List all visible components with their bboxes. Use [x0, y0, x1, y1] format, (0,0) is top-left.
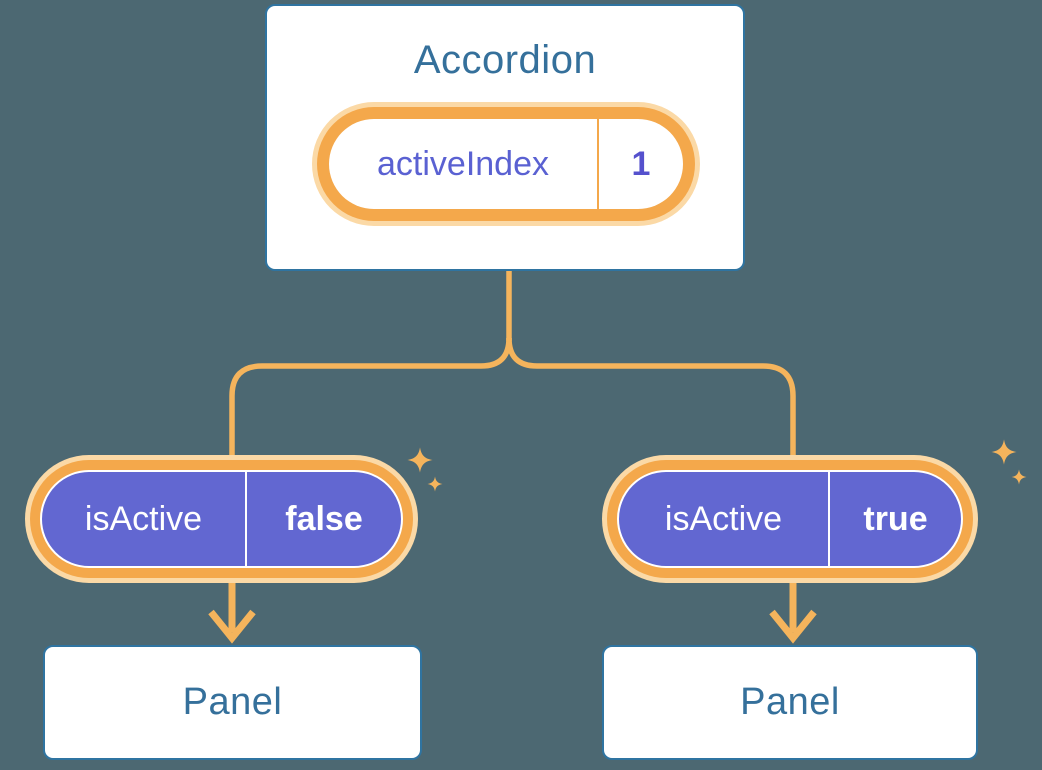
prop-pill-inner: isActive false	[40, 470, 403, 568]
prop-pill-inner: isActive true	[617, 470, 963, 568]
panel-card-right: Panel	[602, 645, 978, 760]
prop-pill-ring: isActive true	[607, 460, 973, 578]
prop-pill-ring: isActive false	[30, 460, 413, 578]
prop-value: true	[863, 499, 928, 538]
sparkle-icon	[427, 476, 443, 492]
prop-label: isActive	[84, 499, 203, 538]
prop-pill-divider	[828, 472, 830, 566]
arrow-right-head	[769, 609, 817, 644]
prop-pill-isactive-false: isActive false	[25, 455, 418, 583]
prop-label: isActive	[664, 499, 783, 538]
panel-title: Panel	[740, 681, 840, 723]
accordion-title: Accordion	[413, 38, 597, 82]
panel-title: Panel	[182, 681, 283, 723]
wire-branch-right	[506, 337, 796, 457]
state-pill-divider	[597, 119, 599, 209]
panel-card-left: Panel	[43, 645, 422, 760]
state-pill-ring: activeIndex 1	[317, 107, 695, 221]
accordion-card: Accordion activeIndex 1	[265, 4, 745, 271]
state-pill-activeindex: activeIndex 1	[312, 102, 700, 226]
arrow-left-head	[208, 609, 256, 644]
prop-pill-divider	[245, 472, 247, 566]
sparkle-icon	[1011, 469, 1027, 485]
state-label: activeIndex	[377, 144, 549, 183]
state-value: 1	[631, 144, 651, 183]
wire-branch-left	[229, 337, 512, 457]
state-pill-inner: activeIndex 1	[329, 119, 683, 209]
prop-pill-isactive-true: isActive true	[602, 455, 978, 583]
sparkle-icon	[407, 447, 433, 473]
prop-value: false	[285, 499, 363, 538]
sparkle-icon	[991, 439, 1017, 465]
